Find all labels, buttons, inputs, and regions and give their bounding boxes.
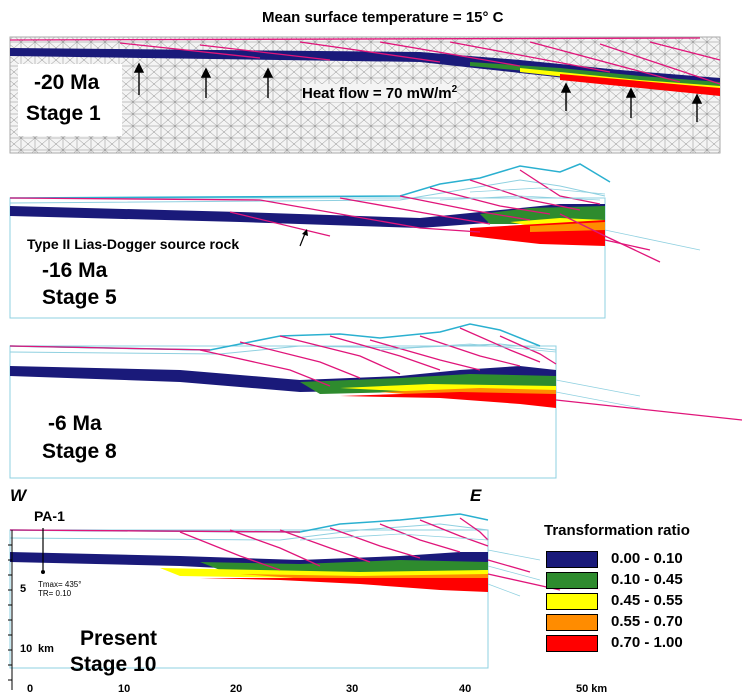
stage5-stage: Stage 5 [42, 286, 117, 309]
x-tick-50: 50 km [576, 683, 608, 695]
legend-swatch [546, 572, 598, 589]
legend-range-label: 0.10 - 0.45 [611, 571, 683, 588]
x-tick-10: 10 [118, 683, 131, 695]
legend-swatch [546, 614, 598, 631]
stage5-age: -16 Ma [42, 259, 108, 282]
source-rock-label: Type II Lias-Dogger source rock [25, 236, 242, 252]
well-label: PA-1 [34, 508, 65, 524]
x-tick-40: 40 [459, 683, 472, 695]
heat-flow-text: Heat flow = 70 mW/m [302, 85, 452, 102]
stage1-stage: Stage 1 [26, 102, 101, 125]
x-tick-0: 0 [27, 683, 34, 695]
legend-range-label: 0.00 - 0.10 [611, 550, 683, 567]
depth-tick-10: 10 [20, 643, 33, 655]
legend-item: 0.10 - 0.45 [546, 571, 736, 592]
east-label: E [470, 486, 482, 505]
x-tick-20: 20 [230, 683, 243, 695]
legend-item: 0.45 - 0.55 [546, 592, 736, 613]
well-tr: TR= 0.10 [38, 589, 72, 598]
stage10-stage: Stage 10 [70, 653, 157, 676]
legend-range-label: 0.45 - 0.55 [611, 592, 683, 609]
stage8-age: -6 Ma [48, 412, 102, 435]
x-tick-30: 30 [346, 683, 359, 695]
depth-unit: km [38, 643, 54, 655]
legend-item: 0.55 - 0.70 [546, 613, 736, 634]
legend-item: 0.70 - 1.00 [546, 634, 736, 655]
legend-item: 0.00 - 0.10 [546, 550, 736, 571]
legend-swatch [546, 635, 598, 652]
heat-flow-label: Heat flow = 70 mW/m2 [302, 84, 458, 102]
stage8-stage: Stage 8 [42, 440, 117, 463]
well-tmax: Tmax= 435° [38, 580, 82, 589]
depth-axis [8, 530, 13, 690]
stage1-label-box [18, 64, 122, 136]
depth-tick-5: 5 [20, 583, 27, 595]
stage1-age: -20 Ma [34, 71, 100, 94]
west-label: W [10, 486, 27, 505]
legend-swatch [546, 593, 598, 610]
stage10-age: Present [80, 627, 158, 650]
legend-range-label: 0.55 - 0.70 [611, 613, 683, 630]
surface-temperature-title: Mean surface temperature = 15° C [262, 9, 504, 26]
legend-swatch [546, 551, 598, 568]
legend-range-label: 0.70 - 1.00 [611, 634, 683, 651]
heat-flow-exponent: 2 [451, 84, 458, 95]
legend-title: Transformation ratio [544, 522, 690, 539]
